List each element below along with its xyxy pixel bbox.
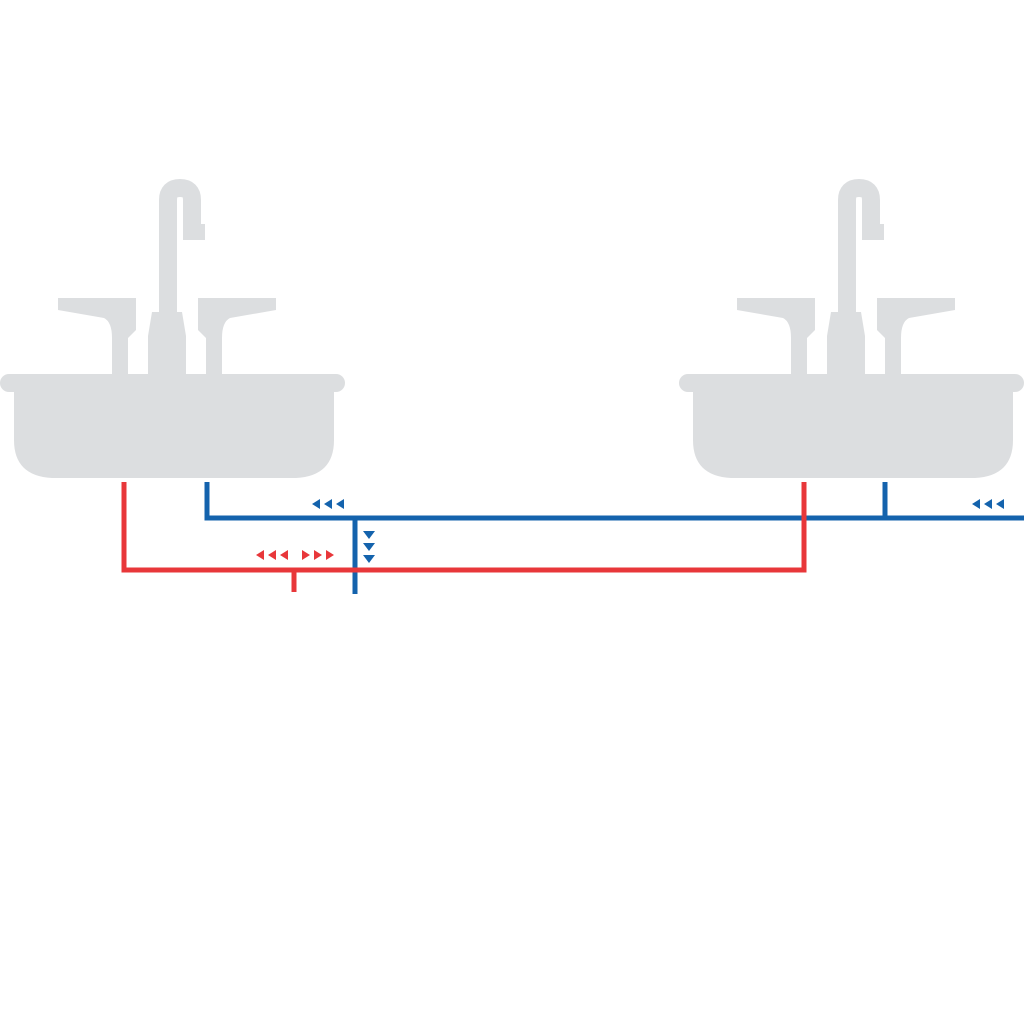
flow-arrow-icon <box>363 543 375 551</box>
flow-arrow-icon <box>996 499 1004 509</box>
sink-left <box>0 178 345 478</box>
sink-spout-base <box>827 312 865 374</box>
flow-arrow-icon <box>363 555 375 563</box>
sink-aerator <box>183 224 205 240</box>
cold-flow-arrows-down <box>363 531 375 563</box>
sink-basin <box>693 392 1013 478</box>
sink-handle-right <box>198 298 276 374</box>
sink-basin <box>14 392 334 478</box>
sink-rim <box>679 374 1024 392</box>
flow-arrow-icon <box>336 499 344 509</box>
sink-aerator <box>862 224 884 240</box>
cold-flow-arrows-right <box>972 499 1004 509</box>
flow-arrow-icon <box>256 550 264 560</box>
flow-arrow-icon <box>314 550 322 560</box>
hot-pipe-main <box>121 482 807 573</box>
cold-flow-arrows-top-left <box>312 499 344 509</box>
sink-handle-left <box>58 298 136 374</box>
flow-arrow-icon <box>280 550 288 560</box>
flow-arrow-icon <box>268 550 276 560</box>
flow-arrow-icon <box>363 531 375 539</box>
flow-arrow-icon <box>302 550 310 560</box>
cold-pipe-left-sink <box>204 482 1024 521</box>
flow-arrow-icon <box>984 499 992 509</box>
flow-arrow-icon <box>326 550 334 560</box>
flow-arrow-icon <box>324 499 332 509</box>
sink-rim <box>0 374 345 392</box>
sink-spout <box>838 178 880 312</box>
hot-water-pipes <box>121 482 807 592</box>
flow-arrow-icon <box>312 499 320 509</box>
cold-water-pipes <box>204 482 1024 594</box>
flow-arrow-icon <box>972 499 980 509</box>
sink-handle-right <box>877 298 955 374</box>
sink-spout <box>159 178 201 312</box>
hot-flow-arrows-left <box>256 550 288 560</box>
hot-flow-arrows-right <box>302 550 334 560</box>
sink-spout-base <box>148 312 186 374</box>
sink-handle-left <box>737 298 815 374</box>
sink-right <box>679 178 1024 478</box>
